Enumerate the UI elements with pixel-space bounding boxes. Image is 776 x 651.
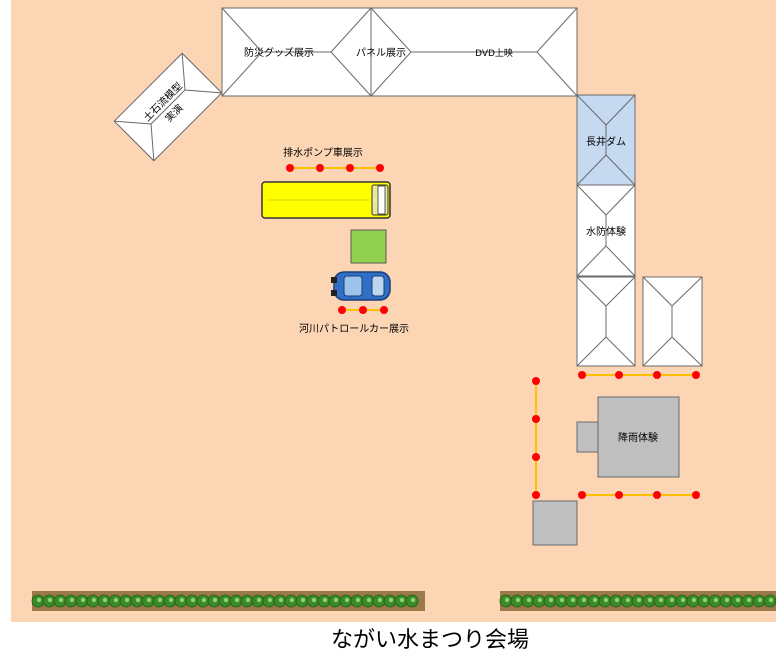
hedge-shrub-highlight bbox=[691, 597, 697, 603]
tent-debris-flow: 土石流模型 実演 bbox=[113, 52, 223, 162]
title-band bbox=[0, 622, 776, 651]
hedge-shrub-highlight bbox=[135, 597, 141, 603]
tent-dam bbox=[576, 94, 636, 186]
label-dvd: DVD上映 bbox=[475, 47, 513, 59]
hedge-shrub-highlight bbox=[559, 597, 565, 603]
hedge-shrub-highlight bbox=[234, 597, 240, 603]
hedge-shrub-highlight bbox=[355, 597, 361, 603]
rope-rainfall-bottom bbox=[578, 491, 700, 499]
car-icon bbox=[331, 271, 391, 301]
hedge-shrub-highlight bbox=[724, 597, 730, 603]
hedge-shrub-highlight bbox=[592, 597, 598, 603]
hedge-shrub-highlight bbox=[179, 597, 185, 603]
hedge-shrub-highlight bbox=[713, 597, 719, 603]
hedge-shrub-highlight bbox=[410, 597, 416, 603]
hedge-shrub-highlight bbox=[124, 597, 130, 603]
hedge-shrub-highlight bbox=[515, 597, 521, 603]
hedge-shrub-highlight bbox=[344, 597, 350, 603]
hedge-shrub-highlight bbox=[603, 597, 609, 603]
gray-box bbox=[532, 500, 578, 546]
hedge-shrub-highlight bbox=[201, 597, 207, 603]
label-patrol-car: 河川パトロールカー展示 bbox=[299, 323, 409, 335]
hedge-left bbox=[31, 591, 425, 611]
hedge-shrub-highlight bbox=[212, 597, 218, 603]
hedge-shrub-highlight bbox=[322, 597, 328, 603]
hedge-shrub-highlight bbox=[614, 597, 620, 603]
hedge-shrub-highlight bbox=[311, 597, 317, 603]
hedge-shrub-highlight bbox=[190, 597, 196, 603]
bus-icon bbox=[261, 181, 391, 219]
hedge-shrub-highlight bbox=[757, 597, 763, 603]
hedge-shrub-highlight bbox=[399, 597, 405, 603]
hedge-shrub-highlight bbox=[157, 597, 163, 603]
hedge-shrub-highlight bbox=[366, 597, 372, 603]
hedge-shrub-highlight bbox=[504, 597, 510, 603]
label-rainfall: 降雨体験 bbox=[618, 431, 658, 444]
hedge-shrub-highlight bbox=[223, 597, 229, 603]
label-flood-defense: 水防体験 bbox=[586, 225, 626, 238]
rope-right-tents bbox=[578, 371, 700, 379]
hedge-shrub-highlight bbox=[113, 597, 119, 603]
rainfall-booth bbox=[597, 396, 680, 478]
green-box bbox=[350, 229, 387, 264]
hedge-right bbox=[499, 591, 776, 611]
hedge-shrub-highlight bbox=[570, 597, 576, 603]
hedge-shrub-highlight bbox=[278, 597, 284, 603]
hedge-shrub-highlight bbox=[256, 597, 262, 603]
label-pump-truck: 排水ポンプ車展示 bbox=[283, 146, 363, 159]
hedge-shrub-highlight bbox=[680, 597, 686, 603]
hedge-shrub-highlight bbox=[548, 597, 554, 603]
hedge-shrub-highlight bbox=[735, 597, 741, 603]
tent-flood-defense bbox=[576, 184, 636, 277]
label-panel: パネル展示 bbox=[356, 47, 406, 59]
tent-disaster-goods bbox=[221, 7, 372, 97]
hedge-shrub-highlight bbox=[300, 597, 306, 603]
label-disaster-goods: 防災グッズ展示 bbox=[244, 46, 314, 59]
hedge-shrub-highlight bbox=[581, 597, 587, 603]
tent-empty-right bbox=[642, 276, 703, 367]
hedge-shrub-highlight bbox=[80, 597, 86, 603]
rope-patrol-car bbox=[338, 306, 388, 314]
hedge-shrub-highlight bbox=[746, 597, 752, 603]
hedge-shrub-highlight bbox=[36, 597, 42, 603]
hedge-shrub-highlight bbox=[377, 597, 383, 603]
hedge-shrub-highlight bbox=[47, 597, 53, 603]
hedge-shrub-highlight bbox=[69, 597, 75, 603]
hedge-shrub-highlight bbox=[168, 597, 174, 603]
hedge-shrub-highlight bbox=[333, 597, 339, 603]
hedge-shrub-highlight bbox=[146, 597, 152, 603]
tent-panel-dvd bbox=[370, 7, 578, 97]
tent-empty-left bbox=[576, 276, 636, 367]
hedge-shrub-highlight bbox=[702, 597, 708, 603]
venue-title: ながい水まつり会場 bbox=[331, 628, 529, 651]
hedge-shrub-highlight bbox=[768, 597, 774, 603]
hedge-shrub-highlight bbox=[537, 597, 543, 603]
hedge-shrub-highlight bbox=[636, 597, 642, 603]
hedge-shrub-highlight bbox=[388, 597, 394, 603]
rainfall-side-box bbox=[576, 421, 599, 453]
hedge-shrub-highlight bbox=[625, 597, 631, 603]
hedge-shrub-highlight bbox=[647, 597, 653, 603]
hedge-shrub-highlight bbox=[91, 597, 97, 603]
hedge-shrub-highlight bbox=[58, 597, 64, 603]
label-dam: 長井ダム bbox=[586, 135, 626, 148]
hedge-shrub-highlight bbox=[526, 597, 532, 603]
hedge-shrub-highlight bbox=[669, 597, 675, 603]
rope-rainfall-left bbox=[532, 377, 540, 499]
hedge-shrub-highlight bbox=[289, 597, 295, 603]
hedge-shrub-highlight bbox=[102, 597, 108, 603]
hedge-shrub-highlight bbox=[658, 597, 664, 603]
hedge-shrub-highlight bbox=[245, 597, 251, 603]
hedge-shrub-highlight bbox=[267, 597, 273, 603]
rope-pump-truck bbox=[286, 164, 384, 172]
